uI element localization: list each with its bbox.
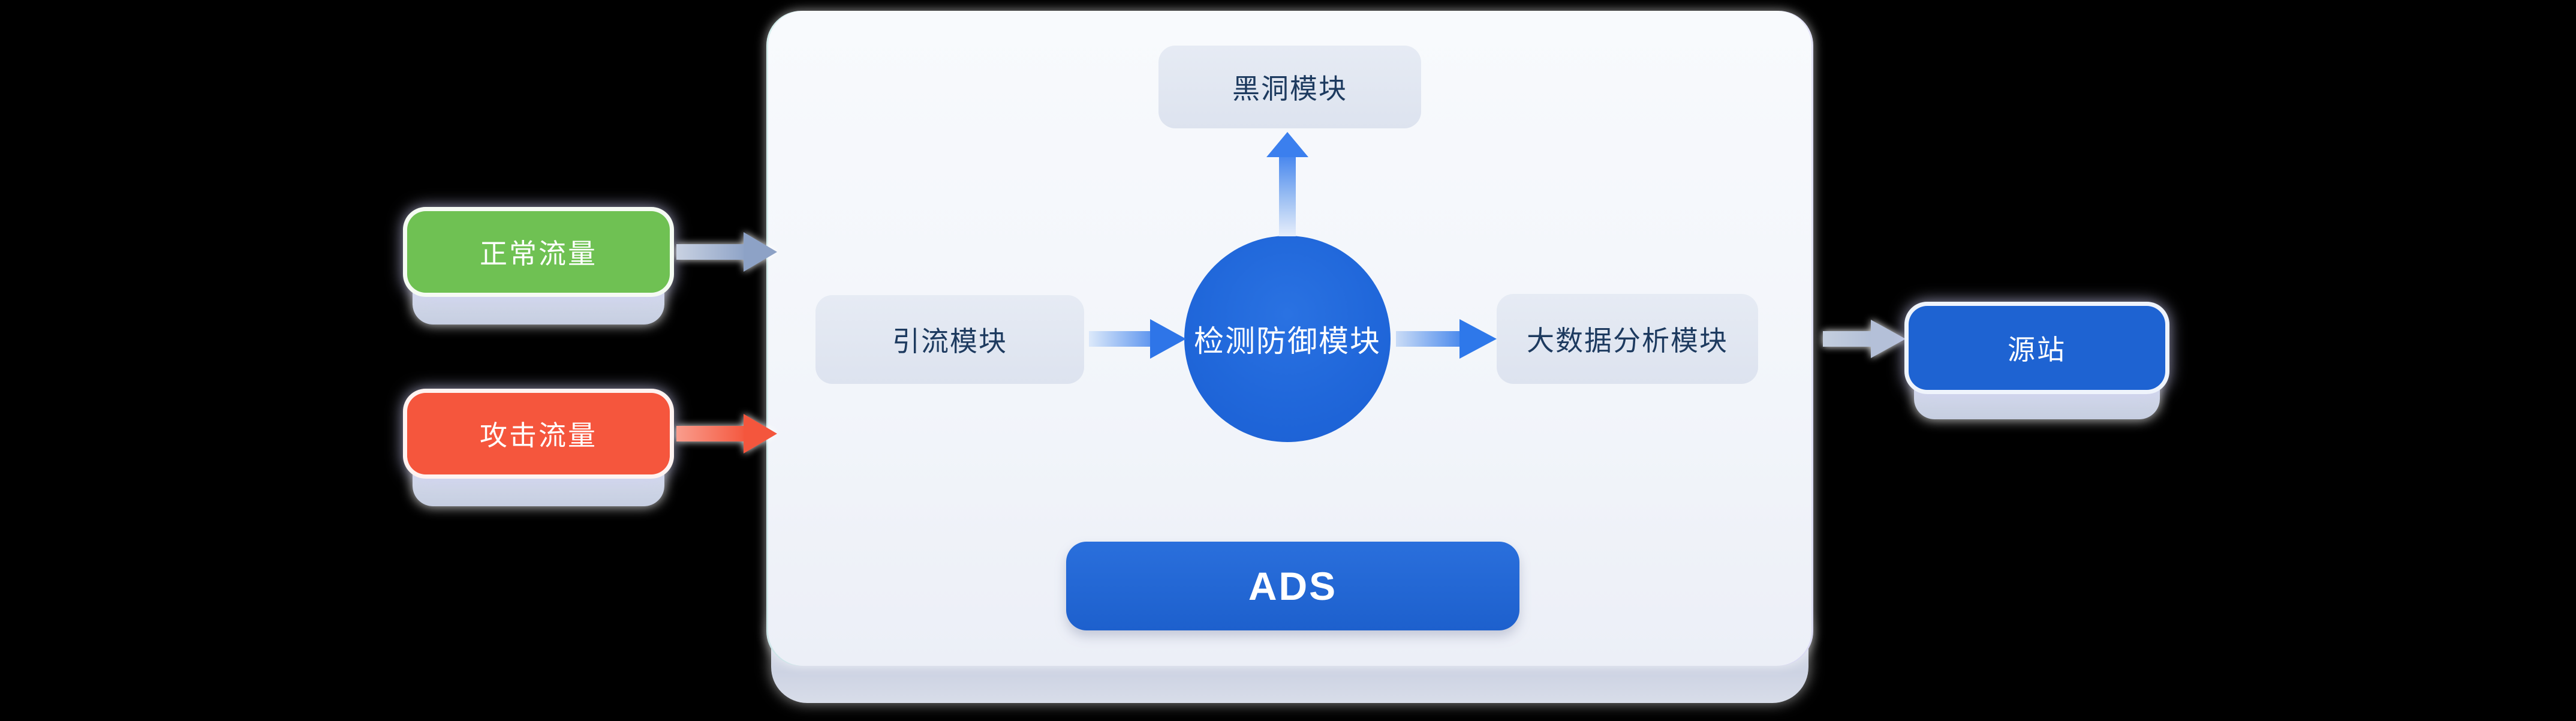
module-diversion: 引流模块: [815, 295, 1084, 384]
origin-site-label: 源站: [2008, 334, 2066, 365]
node-origin-site: 源站: [1904, 302, 2169, 422]
module-detection-defense: 检测防御模块: [1184, 236, 1391, 442]
arrow-head: [1871, 320, 1906, 358]
arrow-head: [1266, 132, 1308, 157]
module-bigdata: 大数据分析模块: [1497, 294, 1758, 384]
arrow-head: [1459, 319, 1497, 359]
module-blackhole: 黑洞模块: [1158, 46, 1421, 128]
panel-to-origin-arrow-right-icon: [1823, 320, 1908, 358]
node-attack-traffic: 攻击流量: [403, 389, 674, 506]
arrow-shaft: [1089, 331, 1154, 347]
diversion-to-detection-arrow-right-icon: [1089, 319, 1187, 359]
normal-traffic-arrow-right-icon: [676, 232, 777, 272]
arrow-head: [1150, 319, 1186, 359]
blackhole-label: 黑洞模块: [1232, 73, 1347, 104]
ads-product-bar: ADS: [1066, 542, 1519, 630]
node-normal-traffic: 正常流量: [403, 207, 674, 325]
arrow-shaft: [676, 244, 747, 260]
normal-traffic-label: 正常流量: [480, 238, 597, 269]
arrow-shaft: [676, 426, 747, 441]
normal-traffic-box: 正常流量: [403, 207, 674, 297]
arrow-shaft: [1279, 152, 1296, 236]
ads-label: ADS: [1248, 564, 1338, 608]
attack-traffic-arrow-right-icon: [676, 414, 777, 453]
arrow-head: [744, 414, 777, 453]
detection-defense-label: 检测防御模块: [1194, 325, 1381, 358]
bigdata-label: 大数据分析模块: [1527, 325, 1728, 356]
diversion-label: 引流模块: [892, 326, 1007, 357]
arrow-shaft: [1396, 331, 1463, 347]
attack-traffic-label: 攻击流量: [480, 420, 597, 451]
arrow-shaft: [1823, 331, 1873, 347]
detection-to-blackhole-arrow-up-icon: [1266, 132, 1308, 236]
detection-to-bigdata-arrow-right-icon: [1396, 319, 1498, 359]
origin-site-box: 源站: [1904, 302, 2169, 394]
arrow-head: [744, 232, 777, 272]
attack-traffic-box: 攻击流量: [403, 389, 674, 479]
